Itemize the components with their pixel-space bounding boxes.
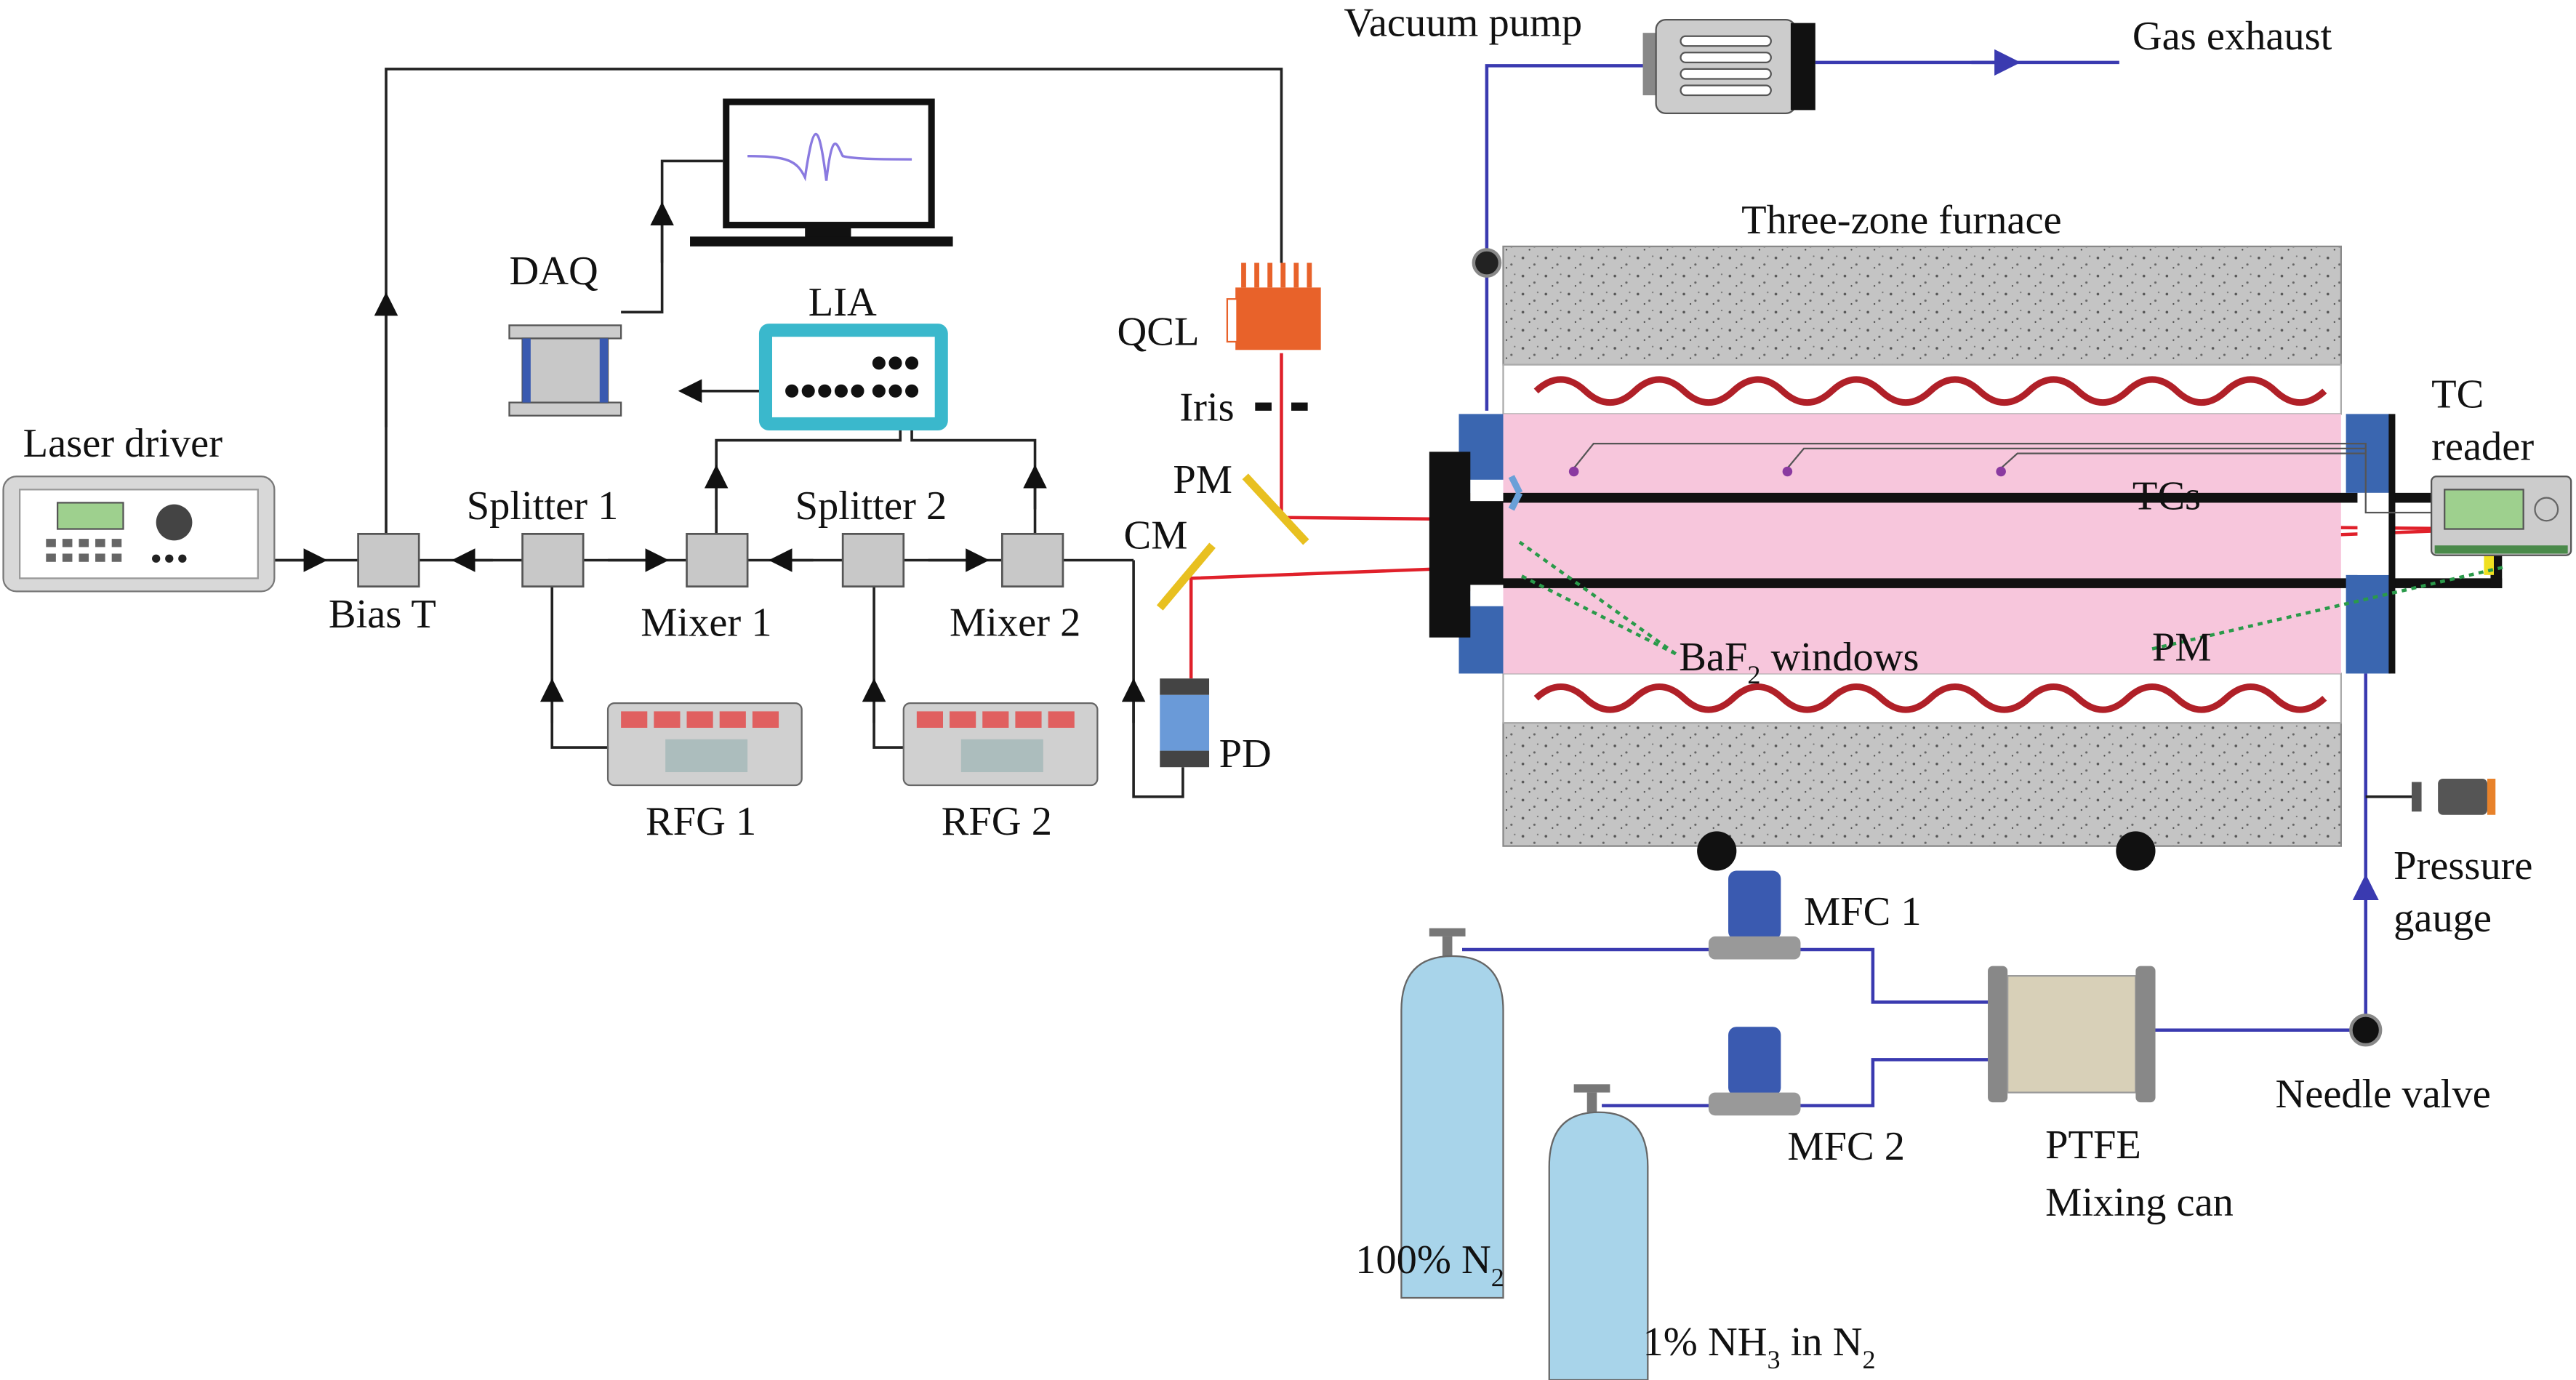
- label-mfc-2: MFC 2: [1787, 1124, 1905, 1169]
- ptfe-mixing-can: [1988, 966, 2156, 1103]
- vacuum-pump: [1642, 18, 1815, 115]
- label-pressure-1: Pressure: [2394, 843, 2532, 888]
- photodetector: [1160, 678, 1210, 768]
- three-zone-furnace: [1429, 245, 2506, 871]
- label-mfc-1: MFC 1: [1804, 889, 1922, 934]
- concave-mirror: [1156, 542, 1216, 611]
- splitter-1: [521, 532, 585, 588]
- label-iris: Iris: [1179, 385, 1234, 430]
- label-ptfe-2: Mixing can: [2045, 1180, 2234, 1225]
- label-laser-driver: Laser driver: [23, 421, 223, 466]
- computer-monitor: [690, 98, 953, 246]
- needle-valve-icon[interactable]: [2349, 1014, 2383, 1047]
- laser-driver: [2, 476, 276, 593]
- label-daq: DAQ: [509, 249, 598, 294]
- label-mixer-2: Mixer 2: [950, 600, 1080, 645]
- label-ptfe-1: PTFE: [2045, 1123, 2141, 1168]
- mfc-2: [1708, 1027, 1801, 1116]
- label-tc-reader-1: TC: [2431, 372, 2484, 417]
- tc-reader: [2430, 476, 2572, 556]
- bias-t: [357, 532, 420, 588]
- label-vacuum-pump: Vacuum pump: [1344, 1, 1582, 46]
- mixer-1: [686, 532, 749, 588]
- label-n2: 100% N2: [1355, 1237, 1504, 1292]
- heater-coil-top: [1533, 376, 2327, 406]
- nh3-cylinder: [1548, 1084, 1649, 1380]
- rf-generator-1: [606, 702, 803, 787]
- label-mixer-1: Mixer 1: [641, 600, 771, 645]
- label-furnace: Three-zone furnace: [1741, 198, 2061, 243]
- label-bias-t: Bias T: [329, 592, 436, 637]
- pressure-gauge: [2412, 779, 2496, 815]
- splitter-2: [841, 532, 905, 588]
- label-pm-left: PM: [1173, 457, 1232, 502]
- mixer-2: [1000, 532, 1064, 588]
- label-rfg-1: RFG 1: [646, 799, 756, 844]
- label-cm: CM: [1124, 513, 1188, 558]
- iris: [1255, 402, 1308, 411]
- label-pressure-2: gauge: [2394, 896, 2492, 941]
- label-needle-valve: Needle valve: [2275, 1072, 2490, 1117]
- plane-mirror: [1242, 473, 1309, 545]
- label-qcl: QCL: [1118, 310, 1200, 355]
- n2-cylinder: [1400, 928, 1504, 1299]
- label-tcs: TCs: [2132, 473, 2201, 518]
- label-tc-reader-2: reader: [2431, 425, 2534, 470]
- mfc-1: [1708, 870, 1801, 960]
- rf-generator-2: [902, 702, 1099, 787]
- label-pm-right: PM: [2152, 625, 2212, 670]
- label-splitter-1: Splitter 1: [467, 484, 619, 529]
- lock-in-amplifier: [758, 324, 948, 430]
- label-splitter-2: Splitter 2: [795, 484, 947, 529]
- label-gas-exhaust: Gas exhaust: [2132, 14, 2332, 59]
- label-lia: LIA: [808, 280, 877, 325]
- label-pd: PD: [1219, 731, 1272, 777]
- heater-coil-bottom: [1533, 683, 2327, 713]
- label-rfg-2: RFG 2: [942, 799, 1052, 844]
- valve-icon[interactable]: [1472, 248, 1502, 278]
- qcl: [1226, 262, 1321, 350]
- daq: [508, 324, 622, 417]
- label-baf2-windows: BaF2 windows: [1679, 635, 1919, 689]
- label-nh3: 1% NH3 in N2: [1643, 1320, 1876, 1374]
